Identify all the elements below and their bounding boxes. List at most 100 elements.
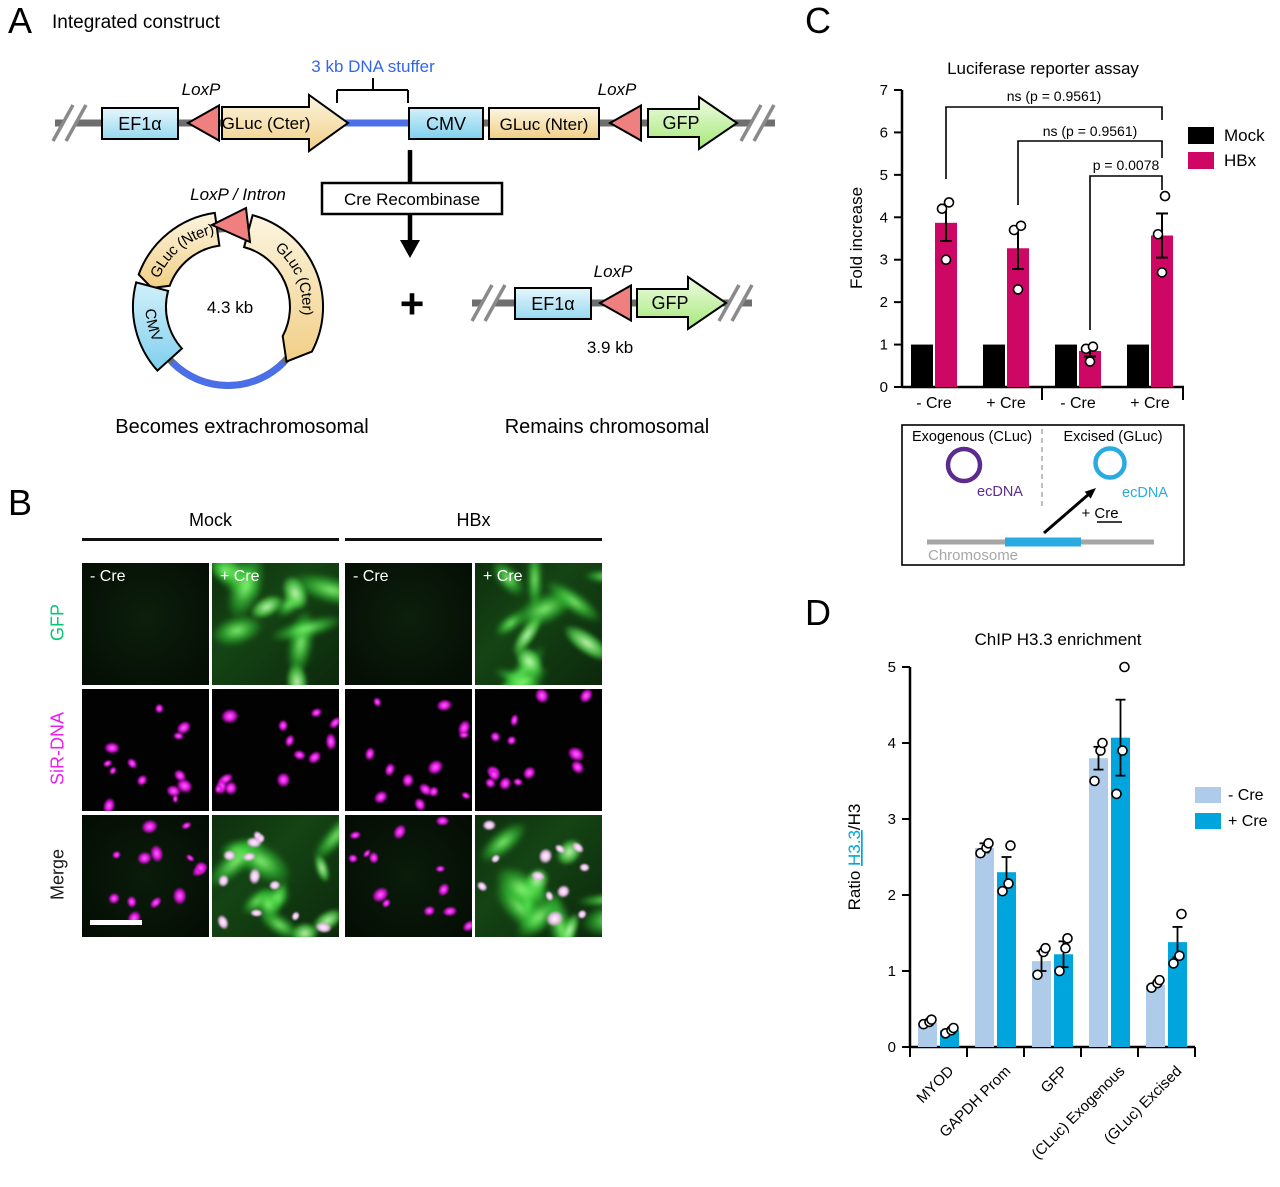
micro-blob — [179, 820, 193, 831]
micro-blob — [308, 706, 324, 720]
micro-blob — [441, 904, 458, 918]
ef1a-box — [101, 107, 179, 140]
data-point — [1154, 974, 1165, 986]
gluc-nter-label: GLuc (Nter) — [500, 115, 589, 134]
plus-sign: + — [400, 280, 425, 327]
sig-bracket — [1089, 175, 1163, 330]
bar-minus-cre — [1146, 984, 1165, 1047]
y-tick-label: 1 — [888, 963, 896, 980]
x-category-label: MYOD — [913, 1063, 957, 1107]
sig-label: ns (p = 0.9561) — [1007, 88, 1102, 104]
chart-title: ChIP H3.3 enrichment — [975, 630, 1142, 649]
data-point — [1054, 965, 1065, 977]
micrograph-merge-4 — [475, 815, 602, 937]
micro-blob — [383, 761, 397, 779]
micro-blob — [435, 864, 446, 873]
panel-a-title: Integrated construct — [52, 12, 220, 33]
slash-icon — [483, 284, 507, 322]
ef1a-label: EF1α — [531, 294, 574, 314]
cre-recombinase-box — [320, 181, 504, 216]
micro-blob — [282, 733, 297, 749]
micro-blob — [537, 846, 555, 866]
cmv-label: CMV — [426, 114, 466, 134]
gfp-label: GFP — [662, 113, 699, 133]
data-point — [1168, 958, 1179, 969]
sub-col-label: + Cre — [220, 568, 260, 585]
micro-blob — [311, 851, 334, 885]
micro-blob — [124, 756, 140, 772]
micro-blob — [291, 748, 307, 762]
micro-blob — [459, 790, 472, 801]
sig-label: ns (p = 0.9561) — [1043, 123, 1138, 139]
bar-hbx — [1007, 248, 1029, 387]
data-point — [1117, 745, 1128, 756]
line-break — [744, 102, 772, 144]
ecdna-circle-excised — [1093, 446, 1127, 480]
cre-plus-label: + Cre — [1081, 505, 1118, 522]
y-axis-title: Ratio H3.3/H3 — [845, 804, 864, 911]
data-point — [1040, 942, 1051, 954]
micro-blob — [488, 729, 504, 745]
micro-blob — [326, 714, 339, 732]
data-point — [1097, 737, 1108, 749]
y-tick-label: 0 — [888, 1039, 896, 1056]
sub-col-label: - Cre — [353, 568, 389, 585]
ex-loxp-label: LoxP — [594, 262, 633, 281]
line-break — [722, 282, 750, 324]
micro-blob — [148, 894, 165, 911]
ecdna-label-exogenous: ecDNA — [977, 484, 1023, 500]
stuffer-label: 3 kb DNA stuffer — [311, 57, 435, 76]
group-header-hbx: HBx — [456, 510, 491, 530]
line-break — [475, 282, 503, 324]
micro-blob — [249, 908, 263, 917]
data-point — [936, 203, 948, 215]
micro-blob — [400, 772, 415, 789]
data-point — [1176, 908, 1187, 920]
micro-blob — [304, 748, 324, 767]
plasmid-stuffer-arc — [170, 359, 286, 389]
panel-d-letter: D — [805, 592, 831, 633]
micro-blob — [460, 917, 472, 935]
y-tick-label: 2 — [880, 294, 888, 311]
micrograph-merge-2 — [212, 815, 339, 937]
bar-mock — [911, 344, 933, 387]
gfp-label: GFP — [651, 293, 688, 313]
micrograph-merge-3 — [345, 815, 472, 937]
sub-col-label: - Cre — [90, 568, 126, 585]
micro-blob — [411, 795, 428, 811]
gluc-cter-arrow — [221, 93, 350, 153]
y-tick-label: 4 — [888, 735, 896, 752]
y-tick-label: 3 — [888, 811, 896, 828]
micro-blob — [124, 907, 144, 929]
y-tick-label: 3 — [880, 252, 888, 269]
micrograph-gfp-3: - Cre — [345, 563, 472, 685]
loxp-intron-label: LoxP / Intron — [190, 185, 286, 204]
row-label-merge: Merge — [47, 848, 68, 901]
micro-blob — [325, 731, 338, 751]
legend-swatch-hbx — [1188, 152, 1214, 169]
micro-blob — [134, 772, 151, 789]
micro-blob — [390, 821, 409, 842]
scale-bar — [90, 920, 142, 925]
micro-blob — [348, 829, 363, 841]
slash-icon — [717, 284, 741, 322]
ecdna-circle-exogenous — [945, 446, 983, 484]
loxp-triangle-icon — [597, 283, 632, 323]
data-point — [1152, 228, 1164, 240]
data-point — [1174, 950, 1185, 962]
bar-plus-cre — [1054, 954, 1073, 1047]
ef1a-label: EF1α — [118, 114, 161, 134]
bar-hbx — [1079, 350, 1101, 387]
y-tick-label: 1 — [880, 337, 888, 354]
line-break — [56, 102, 84, 144]
bar-hbx — [1151, 235, 1173, 387]
data-point — [1012, 284, 1024, 295]
x-category-label: - Cre — [916, 395, 952, 412]
legend-swatch-mock — [1188, 127, 1214, 144]
bar-minus-cre — [1089, 758, 1108, 1047]
sub-col-label: + Cre — [483, 568, 523, 585]
cmv-box — [408, 107, 484, 140]
bar-hbx — [935, 222, 957, 387]
micro-blob — [105, 890, 123, 907]
